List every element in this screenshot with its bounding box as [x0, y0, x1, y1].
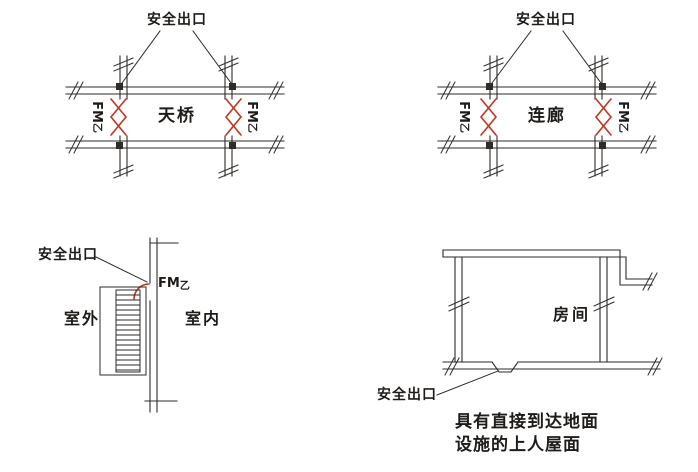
roof-caption-line1: 具有直接到达地面: [455, 412, 599, 432]
room-label: 房间: [553, 305, 592, 324]
bridge-floor-slab-lines: [65, 86, 285, 149]
panel-skybridge: [65, 30, 285, 179]
ladder-enclosure: [99, 286, 147, 376]
exterior-wall-lines: [149, 237, 158, 413]
indoor-label: 室内: [185, 309, 222, 328]
outdoor-label: 室外: [64, 309, 101, 328]
exit-leader-line: [436, 370, 499, 396]
safety-exit-label-roof: 安全出口: [377, 387, 437, 403]
fm-label-text: FM: [615, 101, 631, 123]
fm-label-text: FM: [158, 276, 180, 291]
roof-caption-line2: 设施的上人屋面: [455, 435, 581, 455]
door-frame-block: [116, 83, 123, 90]
door-swing-arc: [133, 283, 150, 300]
corridor-break-marks: [440, 57, 656, 179]
fm-label-subscript: 乙: [179, 281, 190, 292]
wall-level-ticks: [144, 242, 179, 402]
fm-label-text: FM: [89, 101, 105, 123]
fm-label-subscript: 乙: [245, 122, 257, 133]
corridor-floor-slab-lines: [437, 86, 657, 149]
door-frame-block: [229, 83, 236, 90]
fm-label-text: FM: [244, 101, 260, 123]
fire-door-swing-symbol: [224, 98, 243, 136]
safety-exit-label-exterior: 安全出口: [38, 247, 98, 263]
fire-door-swing-symbol: [479, 98, 498, 136]
door-frame-block: [486, 142, 493, 149]
door-frame-block: [116, 142, 123, 149]
door-frame-block: [486, 83, 493, 90]
corridor-wall-lines: [489, 55, 603, 177]
ladder-rail: [115, 289, 141, 373]
roof-floor-lines: [442, 361, 661, 370]
skybridge-title: 天桥: [158, 106, 196, 126]
door-frame-block: [599, 83, 606, 90]
fm-label-subscript: 乙: [457, 122, 469, 133]
exit-threshold-notch: [491, 361, 519, 373]
fm-label-subscript: 乙: [90, 122, 102, 133]
panel-exterior-door: [95, 237, 179, 413]
safety-exit-label-skybridge: 安全出口: [147, 12, 207, 28]
roof-step-lines: [619, 249, 653, 286]
fire-door-swing-symbol: [109, 98, 128, 136]
bridge-break-marks: [68, 57, 284, 179]
bridge-exit-leader-lines: [121, 30, 232, 84]
bridge-wall-lines: [119, 55, 233, 177]
door-frame-block: [599, 142, 606, 149]
fire-door-label-horizontal: FM乙: [158, 276, 190, 293]
fm-label-text: FM: [456, 101, 472, 123]
roof-break-marks: [444, 272, 663, 376]
ladder-rungs: [115, 294, 141, 371]
door-frame-block: [229, 142, 236, 149]
panel-corridor: [437, 30, 657, 179]
roof-slab-lines: [442, 249, 627, 258]
fm-label-subscript: 乙: [616, 122, 628, 133]
safety-exit-label-corridor: 安全出口: [516, 12, 576, 28]
corridor-title: 连廊: [528, 106, 566, 126]
room-wall-lines: [454, 256, 608, 363]
panel-roof-room: [436, 249, 663, 396]
exit-leader-line: [95, 256, 148, 283]
fire-door-swing-symbol: [594, 98, 613, 136]
corridor-exit-leader-lines: [491, 30, 602, 84]
